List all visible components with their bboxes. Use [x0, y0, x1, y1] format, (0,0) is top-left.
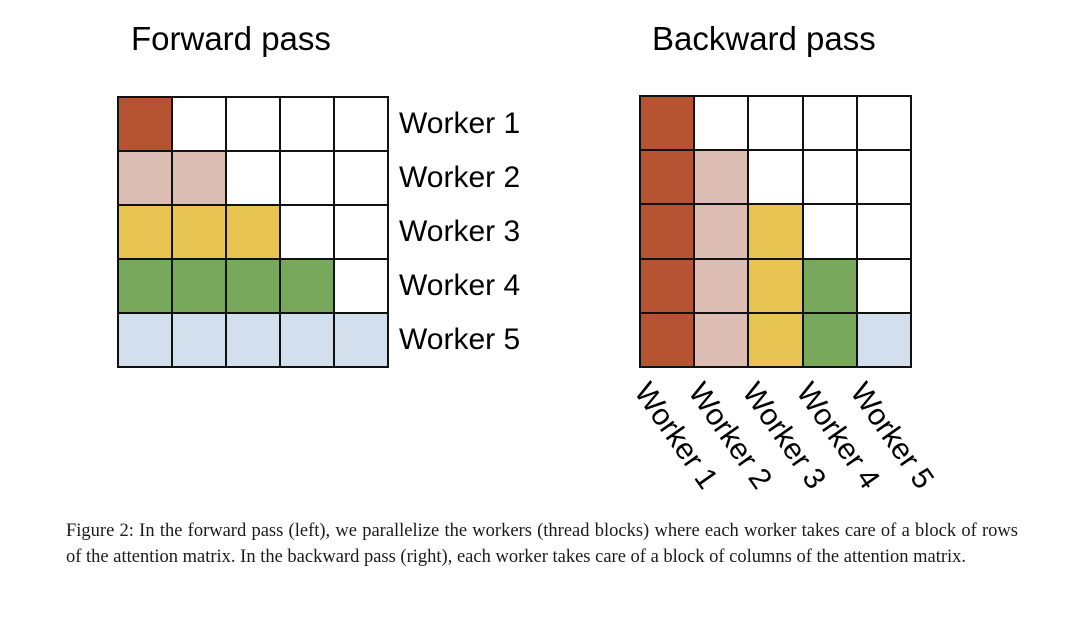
matrix-cell: [173, 152, 225, 204]
matrix-cell: [335, 98, 387, 150]
forward-pass-title: Forward pass: [131, 20, 331, 57]
matrix-cell: [173, 206, 225, 258]
matrix-cell: [227, 206, 279, 258]
figure-caption: Figure 2: In the forward pass (left), we…: [66, 521, 1018, 567]
row-label-worker-4: Worker 4: [399, 269, 521, 302]
matrix-cell: [803, 313, 856, 366]
matrix-cell: [227, 314, 279, 366]
matrix-cell: [227, 152, 279, 204]
matrix-cell: [335, 206, 387, 258]
matrix-cell: [119, 314, 171, 366]
matrix-cell: [227, 98, 279, 150]
matrix-cell: [173, 314, 225, 366]
matrix-cell: [857, 205, 910, 258]
matrix-cell: [857, 259, 910, 312]
matrix-cell: [227, 260, 279, 312]
matrix-cell: [119, 98, 171, 150]
figure-2: Forward pass Backward pass Worker 1 Work…: [117, 20, 940, 495]
matrix-cell: [695, 313, 748, 366]
matrix-cell: [173, 98, 225, 150]
matrix-cell: [749, 97, 802, 150]
matrix-cell: [173, 260, 225, 312]
matrix-cell: [695, 151, 748, 204]
matrix-cell: [281, 152, 333, 204]
matrix-cell: [281, 98, 333, 150]
matrix-cell: [695, 205, 748, 258]
matrix-cell: [119, 260, 171, 312]
matrix-cell: [641, 313, 694, 366]
matrix-cell: [281, 260, 333, 312]
matrix-cell: [335, 314, 387, 366]
matrix-cell: [803, 97, 856, 150]
matrix-cell: [857, 151, 910, 204]
matrix-cell: [749, 151, 802, 204]
matrix-cell: [857, 97, 910, 150]
forward-pass-attention-matrix: [117, 96, 389, 368]
matrix-cell: [641, 151, 694, 204]
backward-pass-attention-matrix: [639, 95, 912, 368]
row-label-worker-2: Worker 2: [399, 161, 521, 194]
matrix-cell: [281, 314, 333, 366]
matrix-cell: [803, 151, 856, 204]
matrix-cell: [803, 205, 856, 258]
matrix-cell: [695, 97, 748, 150]
matrix-cell: [695, 259, 748, 312]
matrix-cell: [857, 313, 910, 366]
matrix-cell: [119, 152, 171, 204]
row-label-worker-3: Worker 3: [399, 215, 521, 248]
matrix-cell: [749, 205, 802, 258]
matrix-cell: [749, 313, 802, 366]
matrix-cell: [335, 260, 387, 312]
backward-pass-title: Backward pass: [652, 20, 876, 57]
row-label-worker-1: Worker 1: [399, 107, 521, 140]
matrix-cell: [641, 259, 694, 312]
matrix-cell: [749, 259, 802, 312]
matrix-cell: [641, 205, 694, 258]
matrix-cell: [281, 206, 333, 258]
matrix-cell: [803, 259, 856, 312]
row-label-worker-5: Worker 5: [399, 323, 521, 356]
matrix-cell: [641, 97, 694, 150]
matrix-cell: [335, 152, 387, 204]
matrix-cell: [119, 206, 171, 258]
